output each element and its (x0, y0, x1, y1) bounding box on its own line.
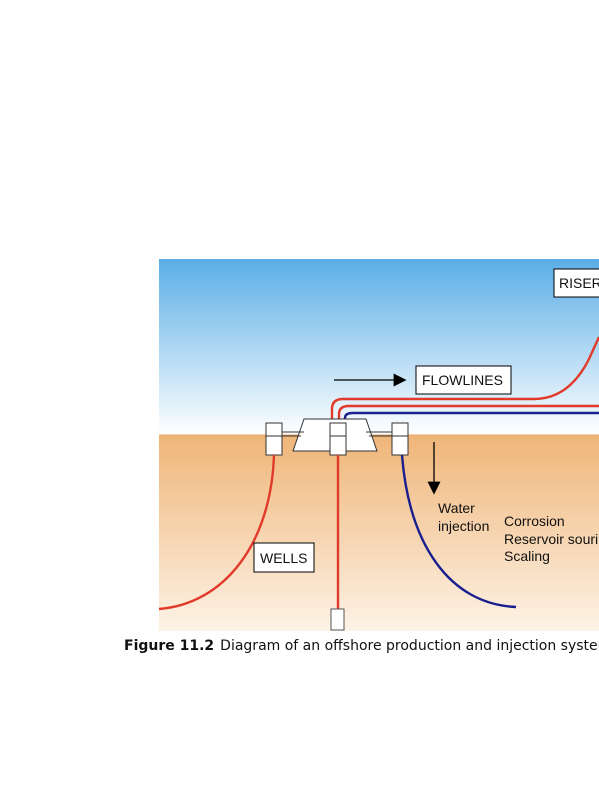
wellhead-right (391, 422, 409, 456)
riser-flowline-upper (330, 336, 599, 425)
figure-caption-text: Diagram of an offshore production and in… (220, 638, 599, 654)
injection-well (400, 454, 517, 609)
figure-number: Figure 11.2 (124, 638, 215, 654)
production-well-left (159, 454, 276, 611)
sea-water-region (159, 259, 599, 435)
wellhead-center (329, 422, 347, 456)
wells-label-box (253, 542, 315, 573)
production-flowline-middle (337, 404, 599, 425)
well-bottom-plug (330, 608, 345, 631)
injection-flowline (343, 411, 599, 425)
diagram-svg: RISER FLOWLINES WELLS Water injection Co… (159, 259, 599, 631)
water-injection-label-line2: injection (438, 518, 489, 534)
flowlines-label-box (415, 365, 512, 395)
reservoir-souring-label: Reservoir souring (504, 531, 599, 547)
wells-label: WELLS (260, 550, 307, 566)
flowlines-label: FLOWLINES (422, 372, 503, 388)
wellhead-left (265, 422, 283, 456)
scaling-label: Scaling (504, 548, 550, 564)
riser-label: RISER (559, 275, 599, 291)
corrosion-label: Corrosion (504, 513, 565, 529)
seabed-region (159, 435, 599, 631)
water-injection-label-line1: Water (438, 500, 475, 516)
figure-caption: Figure 11.2 Diagram of an offshore produc… (124, 638, 599, 654)
riser-label-box (553, 268, 599, 298)
offshore-system-diagram: RISER FLOWLINES WELLS Water injection Co… (159, 259, 599, 631)
